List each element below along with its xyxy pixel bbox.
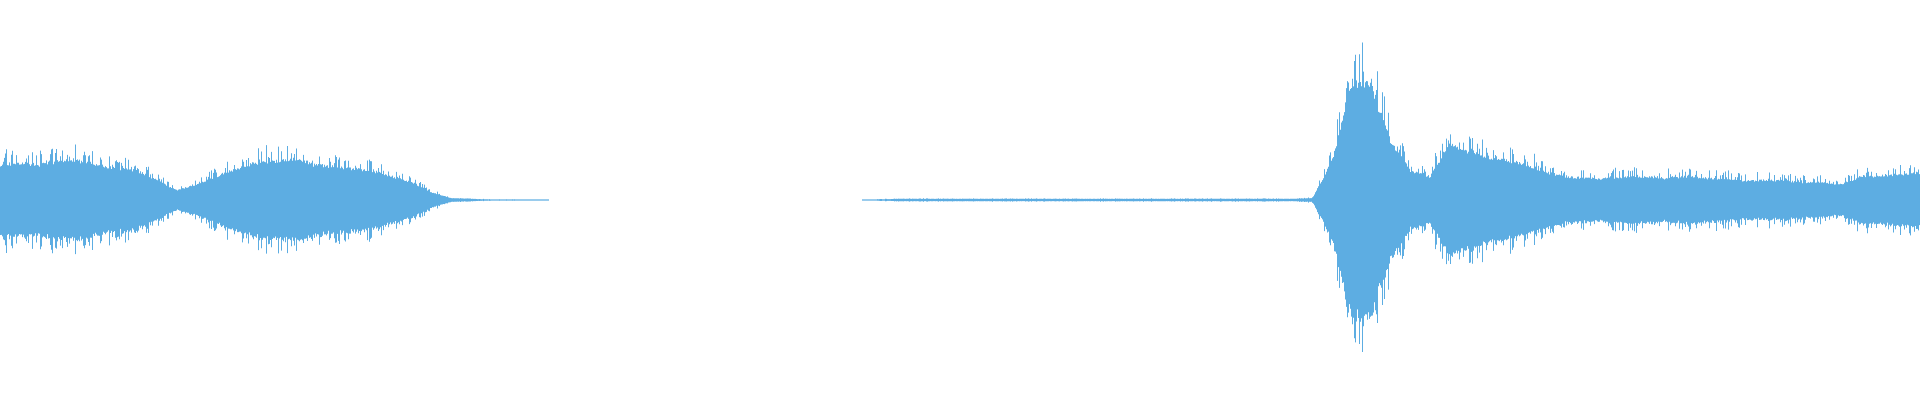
waveform — [0, 42, 1920, 352]
